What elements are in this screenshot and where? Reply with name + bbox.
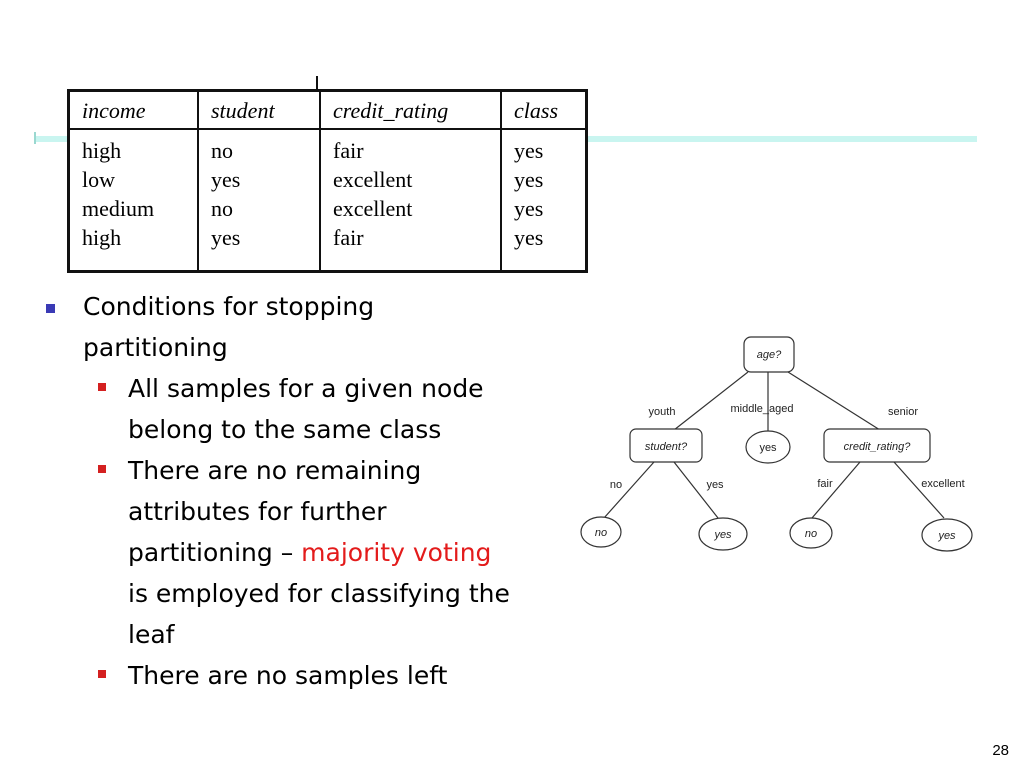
leaf-yes-1-label: yes (713, 529, 732, 541)
edge-excellent-line (893, 461, 945, 519)
leaf-no-1-label: no (595, 527, 607, 539)
bullet-text: There are no remaining (128, 456, 422, 485)
edge-no-label: no (610, 479, 622, 491)
page-number: 28 (992, 742, 1009, 759)
edge-yes-label: yes (706, 479, 724, 491)
edge-senior-label: senior (888, 406, 918, 418)
table-cell: yes (514, 138, 544, 163)
sub-bullet-no-attributes: There are no remaining attributes for fu… (44, 450, 554, 655)
square-bullet-icon (98, 670, 106, 678)
majority-voting-highlight: majority voting (301, 538, 492, 567)
table-header-row: income student credit_rating class (70, 92, 585, 130)
edge-yes-line (673, 461, 719, 519)
leaf-no-2 (789, 517, 833, 549)
table-top-tick (316, 76, 318, 90)
node-student-box (629, 428, 703, 463)
edge-fair-line (811, 461, 861, 519)
node-age-label: age? (757, 349, 782, 361)
leaf-yes-2 (921, 518, 973, 552)
column-income: high low medium high (70, 129, 198, 270)
table-cell: excellent (333, 167, 413, 192)
training-data-table: income student credit_rating class high … (67, 89, 588, 273)
bullet-text: partitioning (83, 333, 228, 362)
table-cell: high (82, 138, 122, 163)
node-credit-box (823, 428, 931, 463)
bullet-stopping-conditions: Conditions for stopping partitioning (44, 286, 554, 368)
leaf-yes-middle (745, 430, 791, 464)
header-credit-rating: credit_rating (319, 92, 501, 130)
table-body-row: high low medium high no yes no yes fair … (70, 129, 585, 270)
edge-youth-line (673, 371, 749, 431)
leaf-no-2-label: no (805, 528, 817, 540)
table-cell: fair (333, 138, 364, 163)
bullet-text-part: partitioning – (128, 538, 302, 567)
sub-bullet-no-samples: There are no samples left (44, 655, 554, 696)
table-cell: yes (211, 225, 241, 250)
table-cell: yes (514, 196, 544, 221)
node-student-label: student? (645, 441, 688, 453)
header-income: income (70, 92, 198, 130)
bullet-text: attributes for further (128, 497, 387, 526)
table-cell: yes (514, 167, 544, 192)
table-cell: no (211, 138, 233, 163)
edge-youth-label: youth (649, 406, 676, 418)
table-cell: high (82, 225, 122, 250)
bullet-text: All samples for a given node (128, 374, 484, 403)
leaf-yes-2-label: yes (937, 530, 956, 542)
table-cell: no (211, 196, 233, 221)
square-bullet-icon (98, 383, 106, 391)
square-bullet-icon (98, 465, 106, 473)
node-credit-label: credit_rating? (844, 441, 912, 453)
sub-bullet-same-class: All samples for a given node belong to t… (44, 368, 554, 450)
table-cell: yes (211, 167, 241, 192)
leaf-yes-middle-label: yes (759, 442, 777, 454)
table-cell: medium (82, 196, 155, 221)
bullet-text: There are no samples left (128, 661, 448, 690)
table-cell: low (82, 167, 115, 192)
decision-tree-diagram: age? student? yes credit_rating? no yes … (580, 336, 973, 552)
title-bar-edge (34, 132, 36, 144)
column-class: yes yes yes yes (500, 129, 585, 270)
bullet-text: leaf (128, 620, 175, 649)
bullet-list: Conditions for stopping partitioning All… (44, 286, 554, 696)
header-class: class (500, 92, 585, 130)
edge-fair-label: fair (817, 478, 833, 490)
edge-middle-label: middle_aged (731, 403, 794, 415)
column-credit-rating: fair excellent excellent fair (319, 129, 501, 270)
data-table: income student credit_rating class high … (70, 92, 585, 270)
table-cell: yes (514, 225, 544, 250)
header-student: student (197, 92, 320, 130)
node-age-box (743, 336, 795, 373)
edge-senior-line (787, 371, 881, 431)
bullet-text: belong to the same class (128, 415, 442, 444)
column-student: no yes no yes (197, 129, 320, 270)
table-cell: excellent (333, 196, 413, 221)
leaf-no-1 (580, 516, 622, 548)
edge-excellent-label: excellent (921, 478, 964, 490)
bullet-text: Conditions for stopping (83, 292, 375, 321)
bullet-text: partitioning – majority voting (128, 532, 554, 573)
square-bullet-icon (46, 304, 55, 313)
edge-no-line (603, 461, 655, 519)
bullet-text: is employed for classifying the (128, 579, 510, 608)
leaf-yes-1 (698, 517, 748, 551)
table-cell: fair (333, 225, 364, 250)
